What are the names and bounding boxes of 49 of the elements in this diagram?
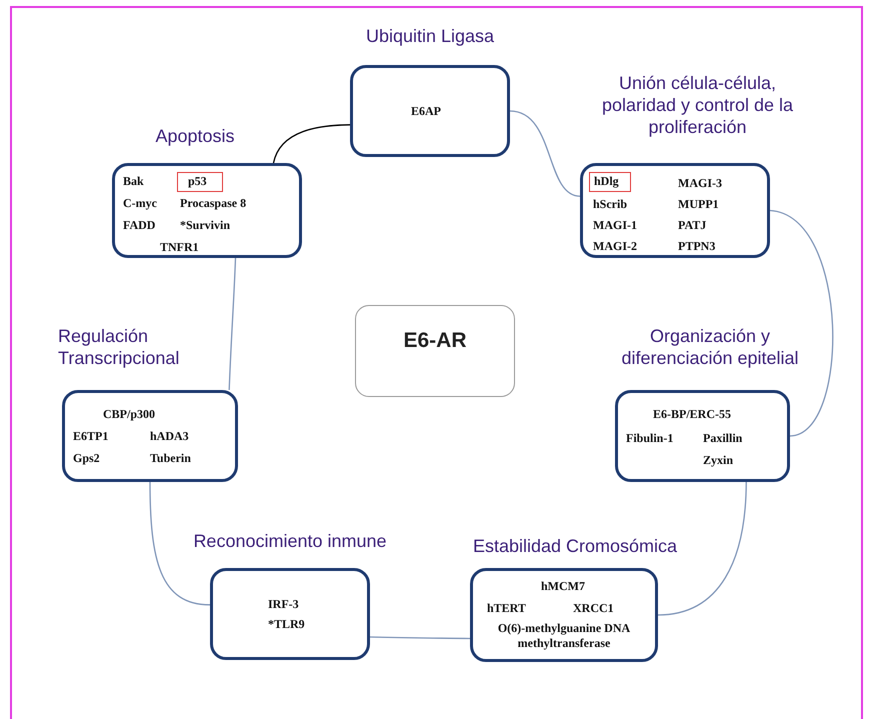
- protein-name: XRCC1: [573, 601, 614, 616]
- protein-name: *TLR9: [268, 617, 305, 632]
- protein-name: E6-BP/ERC-55: [653, 407, 731, 422]
- protein-name: MUPP1: [678, 197, 719, 212]
- protein-name: E6TP1: [73, 429, 108, 444]
- highlight-box: [177, 172, 223, 192]
- protein-name: hScrib: [593, 197, 628, 212]
- category-heading: Reconocimiento inmune: [192, 530, 388, 552]
- category-heading: Organización y diferenciación epitelial: [620, 325, 800, 369]
- protein-name: O(6)-methylguanine DNA methyltransferase: [496, 621, 632, 651]
- protein-name: Paxillin: [703, 431, 742, 446]
- connector-line: [510, 110, 580, 197]
- category-heading: Regulación Transcripcional: [58, 325, 180, 369]
- protein-name: FADD: [123, 218, 156, 233]
- protein-name: Gps2: [73, 451, 100, 466]
- protein-name: MAGI-1: [593, 218, 637, 233]
- category-heading: Estabilidad Cromosómica: [472, 535, 678, 557]
- protein-name: hADA3: [150, 429, 189, 444]
- protein-name: C-myc: [123, 196, 157, 211]
- protein-name: Tuberin: [150, 451, 191, 466]
- protein-name: Bak: [123, 174, 144, 189]
- protein-name: p53: [188, 174, 207, 189]
- protein-name: *Survivin: [180, 218, 230, 233]
- protein-name: IRF-3: [268, 597, 299, 612]
- category-heading: Ubiquitin Ligasa: [364, 25, 496, 47]
- center-box: [355, 305, 515, 397]
- protein-name: MAGI-2: [593, 239, 637, 254]
- protein-name: hDlg: [594, 174, 619, 189]
- connector-line: [370, 636, 470, 640]
- protein-name: hTERT: [487, 601, 526, 616]
- connector-line: [149, 482, 210, 606]
- category-heading: Apoptosis: [154, 125, 236, 147]
- connector-line: [770, 210, 834, 437]
- protein-name: CBP/p300: [103, 407, 156, 422]
- highlight-box: [589, 172, 631, 192]
- protein-name: PATJ: [678, 218, 706, 233]
- protein-name: E6AP: [411, 104, 441, 119]
- connector-line: [228, 258, 236, 390]
- category-heading: Unión célula-célula, polaridad y control de la proliferación: [600, 72, 794, 138]
- protein-name: Procaspase 8: [180, 196, 246, 211]
- protein-name: hMCM7: [541, 579, 585, 594]
- connector-line: [272, 124, 350, 164]
- protein-name: Zyxin: [703, 453, 734, 468]
- protein-name: Fibulin-1: [626, 431, 674, 446]
- center-label: E6-AR: [404, 329, 467, 353]
- protein-name: TNFR1: [160, 240, 199, 255]
- protein-name: PTPN3: [678, 239, 716, 254]
- connector-line: [658, 482, 747, 616]
- protein-name: MAGI-3: [678, 176, 722, 191]
